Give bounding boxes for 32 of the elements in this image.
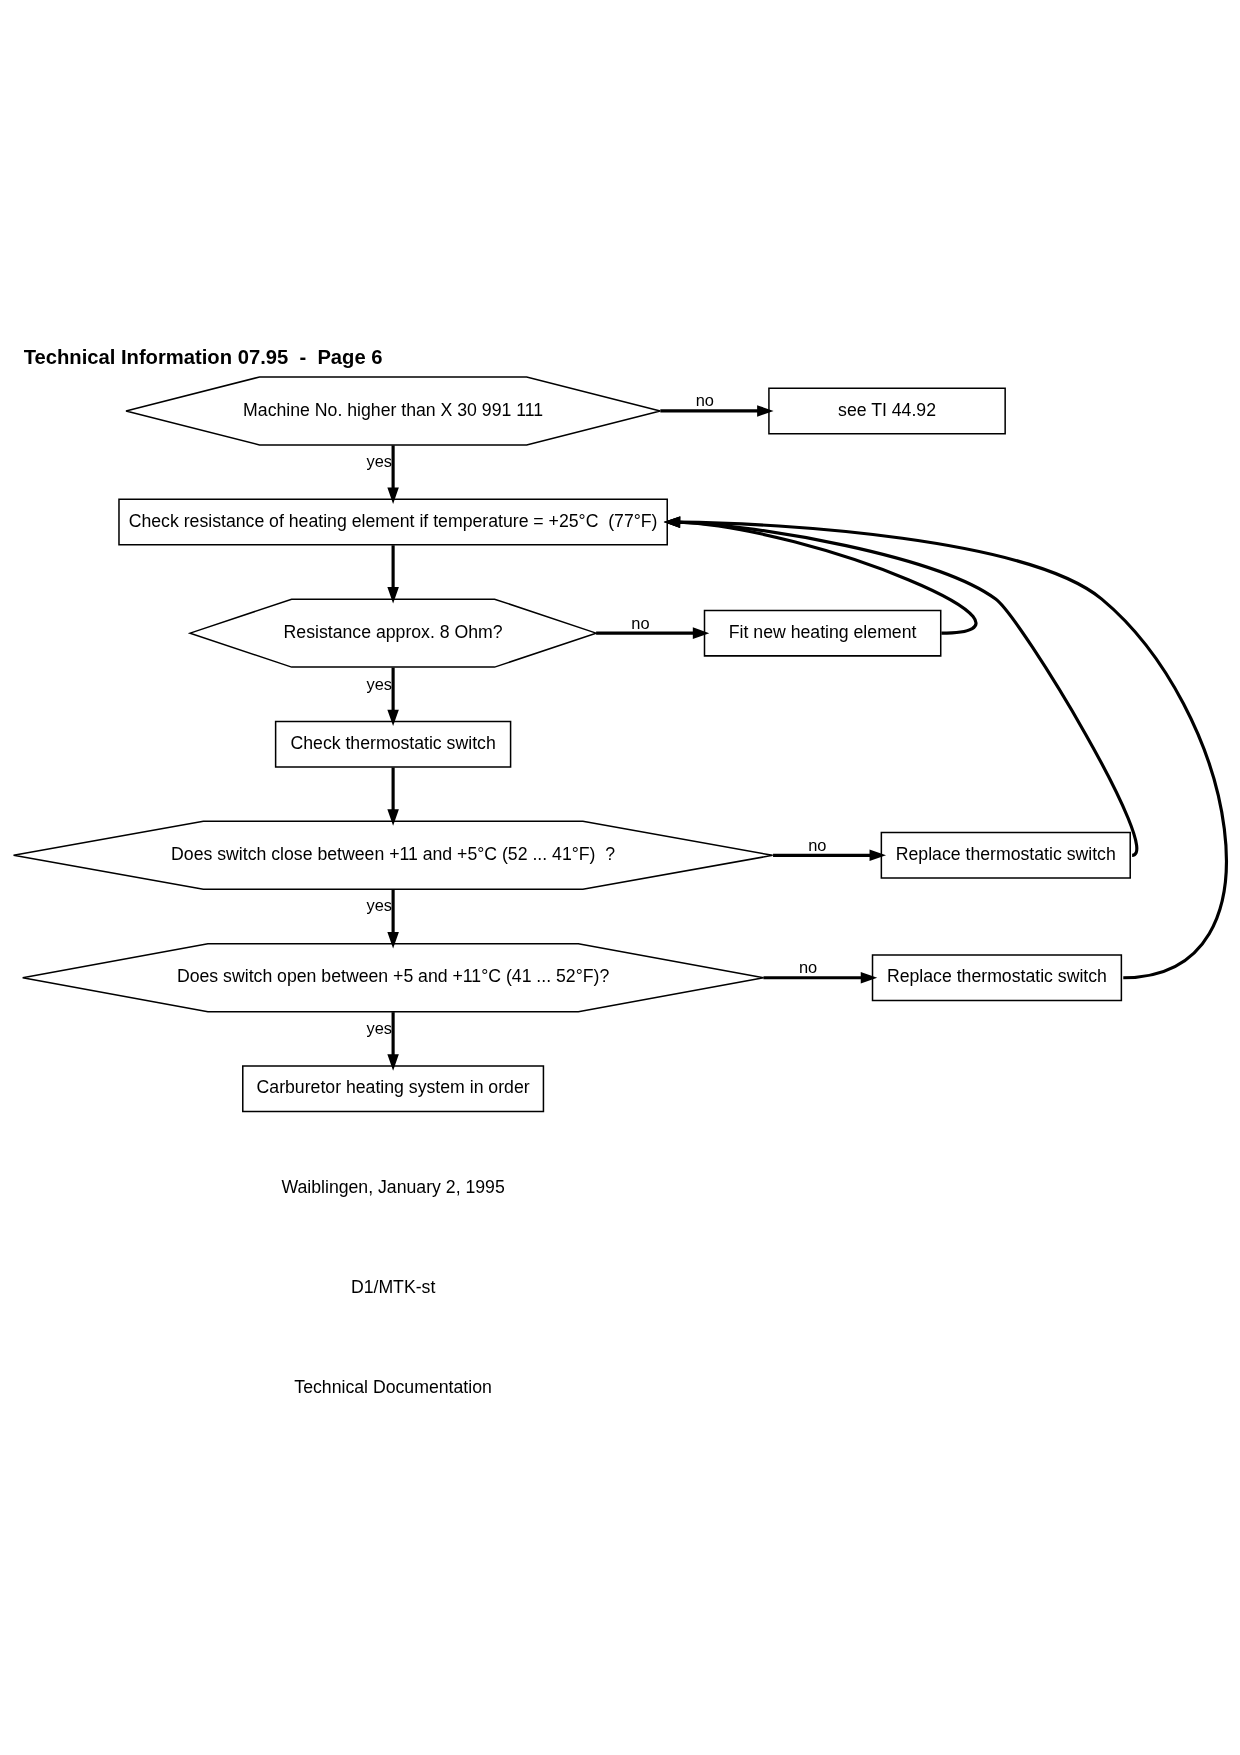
arrow: [387, 545, 399, 604]
arrow: [663, 516, 1139, 857]
node-box: Replace thermostatic switch: [871, 954, 1123, 1002]
arrow: [387, 667, 399, 727]
edge-label: yes: [366, 452, 392, 471]
label: Technical Documentation: [294, 1376, 492, 1397]
arrow: [387, 889, 399, 949]
edge-label: yes: [366, 1019, 392, 1038]
edge-label: no: [798, 958, 818, 977]
arrow: [660, 405, 774, 417]
node-box: Fit new heating element: [703, 609, 942, 657]
node-box: Carburetor heating system in order: [242, 1065, 545, 1113]
edge-label: yes: [366, 674, 392, 693]
label: Waiblingen, January 2, 1995: [281, 1177, 505, 1198]
edge-label: yes: [366, 896, 392, 915]
node-box: Check thermostatic switch: [274, 720, 512, 768]
arrow: [663, 516, 1228, 980]
arrow: [596, 627, 710, 639]
arrow: [773, 849, 886, 862]
edge-label: no: [631, 613, 650, 632]
arrow: [763, 971, 878, 984]
arrow: [387, 445, 399, 504]
edge-label: no: [695, 391, 714, 410]
diagram-title: Technical Information 07.95 - Page 6: [23, 346, 383, 369]
label: D1/MTK-st: [350, 1277, 436, 1298]
edge-label: no: [808, 835, 827, 854]
node-box: see TI 44.92: [768, 387, 1006, 435]
arrow: [387, 767, 399, 826]
node-box: Replace thermostatic switch: [880, 831, 1131, 879]
arrow: [387, 1012, 399, 1071]
arrow: [663, 516, 977, 635]
node-box: Check resistance of heating element if temperature = +25°C (77°F): [118, 498, 668, 546]
